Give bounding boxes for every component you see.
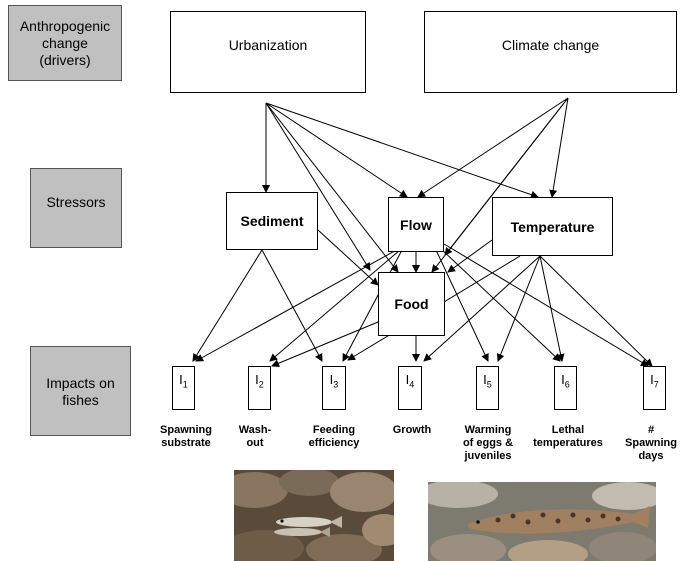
- food-label: Food: [394, 296, 429, 312]
- impact-letter-6: I: [561, 372, 565, 387]
- arrow-temp-i6: [539, 255, 565, 362]
- climate-change-label: Climate change: [501, 37, 600, 53]
- impact-num-3: 3: [333, 379, 339, 390]
- impact-label-6-line-1: Lethal: [551, 424, 585, 436]
- impacts-panel-line-1: Impacts on: [46, 375, 115, 391]
- arrow-sediment-i3: [261, 249, 323, 362]
- impact-label-5-line-1: Warming: [464, 424, 512, 436]
- drivers-panel: Anthropogenic change (drivers): [8, 5, 122, 81]
- arrow-urban-i2: [265, 102, 371, 271]
- flow-box: Flow: [388, 197, 444, 252]
- arrow-flow-i3: [342, 249, 403, 362]
- impact-label-4-line-1: Growth: [392, 424, 432, 436]
- impact-label-1-line-1: Spawning: [160, 424, 212, 436]
- impact-label-6-line-2: temperatures: [533, 437, 603, 449]
- arrow-urban-temperature: [265, 102, 539, 199]
- impact-label-7: # Spawning days: [618, 424, 684, 463]
- darter-photo: [428, 482, 656, 561]
- impact-label-5-line-3: juveniles: [464, 450, 512, 462]
- impact-label-7-line-2: Spawning: [625, 437, 677, 449]
- impact-label-1: Spawning substrate: [150, 424, 222, 450]
- sediment-label: Sediment: [240, 213, 304, 229]
- impact-label-2-line-2: out: [246, 437, 264, 449]
- impact-box-4: I4: [398, 366, 422, 410]
- arrow-climate-temperature: [549, 97, 569, 198]
- impact-num-2: 2: [258, 379, 264, 390]
- impact-box-7: I7: [643, 366, 666, 410]
- sediment-box: Sediment: [226, 192, 318, 250]
- impacts-panel-line-2: fishes: [62, 392, 99, 408]
- flow-label: Flow: [400, 216, 432, 233]
- impact-label-3: Feeding efficiency: [298, 424, 370, 450]
- arrow-urban-flow: [265, 102, 408, 198]
- stressors-panel-label: Stressors: [46, 194, 106, 210]
- impact-label-3-line-2: efficiency: [308, 437, 360, 449]
- arrow-climate-i7: [444, 97, 569, 256]
- arrow-flow-i5: [435, 249, 489, 362]
- impact-num-5: 5: [486, 379, 492, 390]
- impact-num-1: 1: [182, 379, 188, 390]
- stressors-panel: Stressors: [30, 168, 122, 248]
- impact-label-7-line-1: #: [647, 424, 655, 436]
- arrow-flow-i1: [195, 247, 401, 362]
- arrow-food-i2: [271, 321, 379, 368]
- arrow-temp-food: [447, 239, 493, 273]
- arrow-temp-i4: [423, 255, 541, 362]
- impact-box-6: I6: [554, 366, 577, 410]
- impact-letter-2: I: [255, 372, 259, 387]
- impact-label-4: Growth: [382, 424, 442, 437]
- impacts-panel: Impacts on fishes: [30, 346, 131, 436]
- arrow-climate-flow: [417, 97, 569, 198]
- arrow-urban-food: [265, 102, 399, 273]
- temperature-label: Temperature: [510, 218, 595, 235]
- impact-label-1-line-2: substrate: [161, 437, 211, 449]
- urbanization-label: Urbanization: [228, 37, 308, 53]
- minnow-photo: [234, 470, 394, 561]
- impact-label-6: Lethal temperatures: [526, 424, 610, 450]
- drivers-panel-line-2: change: [42, 34, 88, 51]
- drivers-panel-line-3: (drivers): [39, 51, 91, 68]
- impact-num-7: 7: [653, 379, 659, 390]
- impact-letter-4: I: [405, 372, 410, 387]
- urbanization-box: Urbanization: [170, 11, 366, 93]
- arrow-sediment-food: [317, 229, 379, 286]
- arrow-temp-i7: [539, 255, 653, 367]
- impact-num-4: 4: [409, 379, 415, 390]
- impact-label-7-line-3: days: [638, 450, 664, 462]
- impact-label-2: Wash- out: [230, 424, 280, 450]
- impact-box-5: I5: [476, 366, 499, 410]
- impact-box-2: I2: [248, 366, 271, 410]
- arrow-flow-i6: [439, 247, 561, 362]
- arrow-temp-i5: [496, 255, 541, 362]
- impact-num-6: 6: [564, 379, 570, 390]
- impact-box-3: I3: [322, 366, 346, 410]
- impact-label-5: Warming of eggs & juveniles: [452, 424, 524, 463]
- arrow-flow-i2: [269, 249, 401, 362]
- arrow-flow-i7: [443, 243, 649, 367]
- climate-change-box: Climate change: [424, 11, 677, 93]
- impact-letter-5: I: [483, 372, 487, 387]
- impact-box-1: I1: [172, 366, 195, 410]
- arrow-sediment-i1: [192, 249, 263, 362]
- impact-letter-3: I: [329, 372, 334, 387]
- impact-letter-7: I: [650, 372, 654, 387]
- impact-label-3-line-1: Feeding: [312, 424, 356, 436]
- food-box: Food: [378, 272, 445, 336]
- temperature-box: Temperature: [492, 197, 613, 256]
- impact-label-5-line-2: of eggs &: [462, 437, 514, 449]
- drivers-panel-line-1: Anthropogenic: [19, 17, 111, 34]
- impact-label-2-line-1: Wash-: [238, 424, 272, 436]
- impact-letter-1: I: [179, 372, 183, 387]
